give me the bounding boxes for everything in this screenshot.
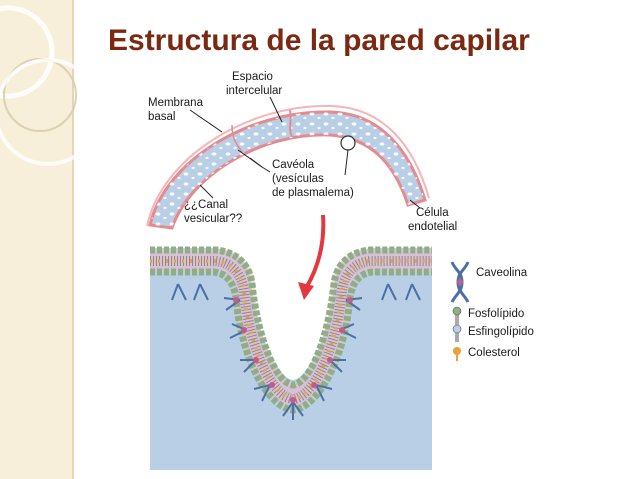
legend-colesterol: Colesterol [468, 347, 520, 359]
legend-caveolina: Caveolina [476, 267, 528, 279]
legend: Caveolina Fosfolípido Esfingolípido Cole… [450, 261, 534, 361]
caveola-circle [340, 135, 356, 151]
label-espacio-line1: Espacio [232, 71, 273, 83]
sphingolipid-icon [452, 324, 462, 342]
capillary-wall-arc [146, 104, 430, 230]
label-celula-line2: endotelial [408, 221, 457, 233]
label-celula-line1: Célula [416, 207, 449, 219]
leader-lines [189, 96, 421, 209]
label-celula-endotelial: Célula endotelial [408, 207, 457, 233]
decorative-rings [0, 5, 102, 166]
label-caveola: Cavéola (vesículas de plasmalema) [272, 159, 354, 199]
sidebar-divider [72, 0, 74, 479]
caveola-closeup [150, 246, 432, 470]
label-membrana-line1: Membrana [148, 97, 204, 109]
slide-title: Estructura de la pared capilar [108, 24, 530, 57]
caveolin-icon [450, 261, 470, 303]
label-caveola-line2: (vesículas [272, 173, 324, 185]
label-membrana-line2: basal [148, 111, 176, 123]
cholesterol-icon [453, 347, 461, 361]
phospholipid-icon [452, 306, 462, 325]
label-caveola-line1: Cavéola [272, 159, 315, 171]
label-canal-line1: ¿¿Canal [184, 199, 228, 211]
label-espacio-line2: intercelular [226, 85, 282, 97]
label-espacio-intercelular: Espacio intercelular [226, 71, 282, 97]
legend-esfingolipido: Esfingolípido [468, 326, 534, 338]
legend-fosfolipido: Fosfolípido [468, 308, 524, 320]
label-membrana-basal: Membrana basal [148, 97, 204, 123]
label-canal-vesicular: ¿¿Canal vesicular?? [184, 199, 242, 225]
slide-sidebar [0, 0, 72, 479]
down-arrow-icon [298, 214, 326, 300]
label-canal-line2: vesicular?? [184, 213, 242, 225]
label-caveola-line3: de plasmalema) [272, 187, 354, 199]
